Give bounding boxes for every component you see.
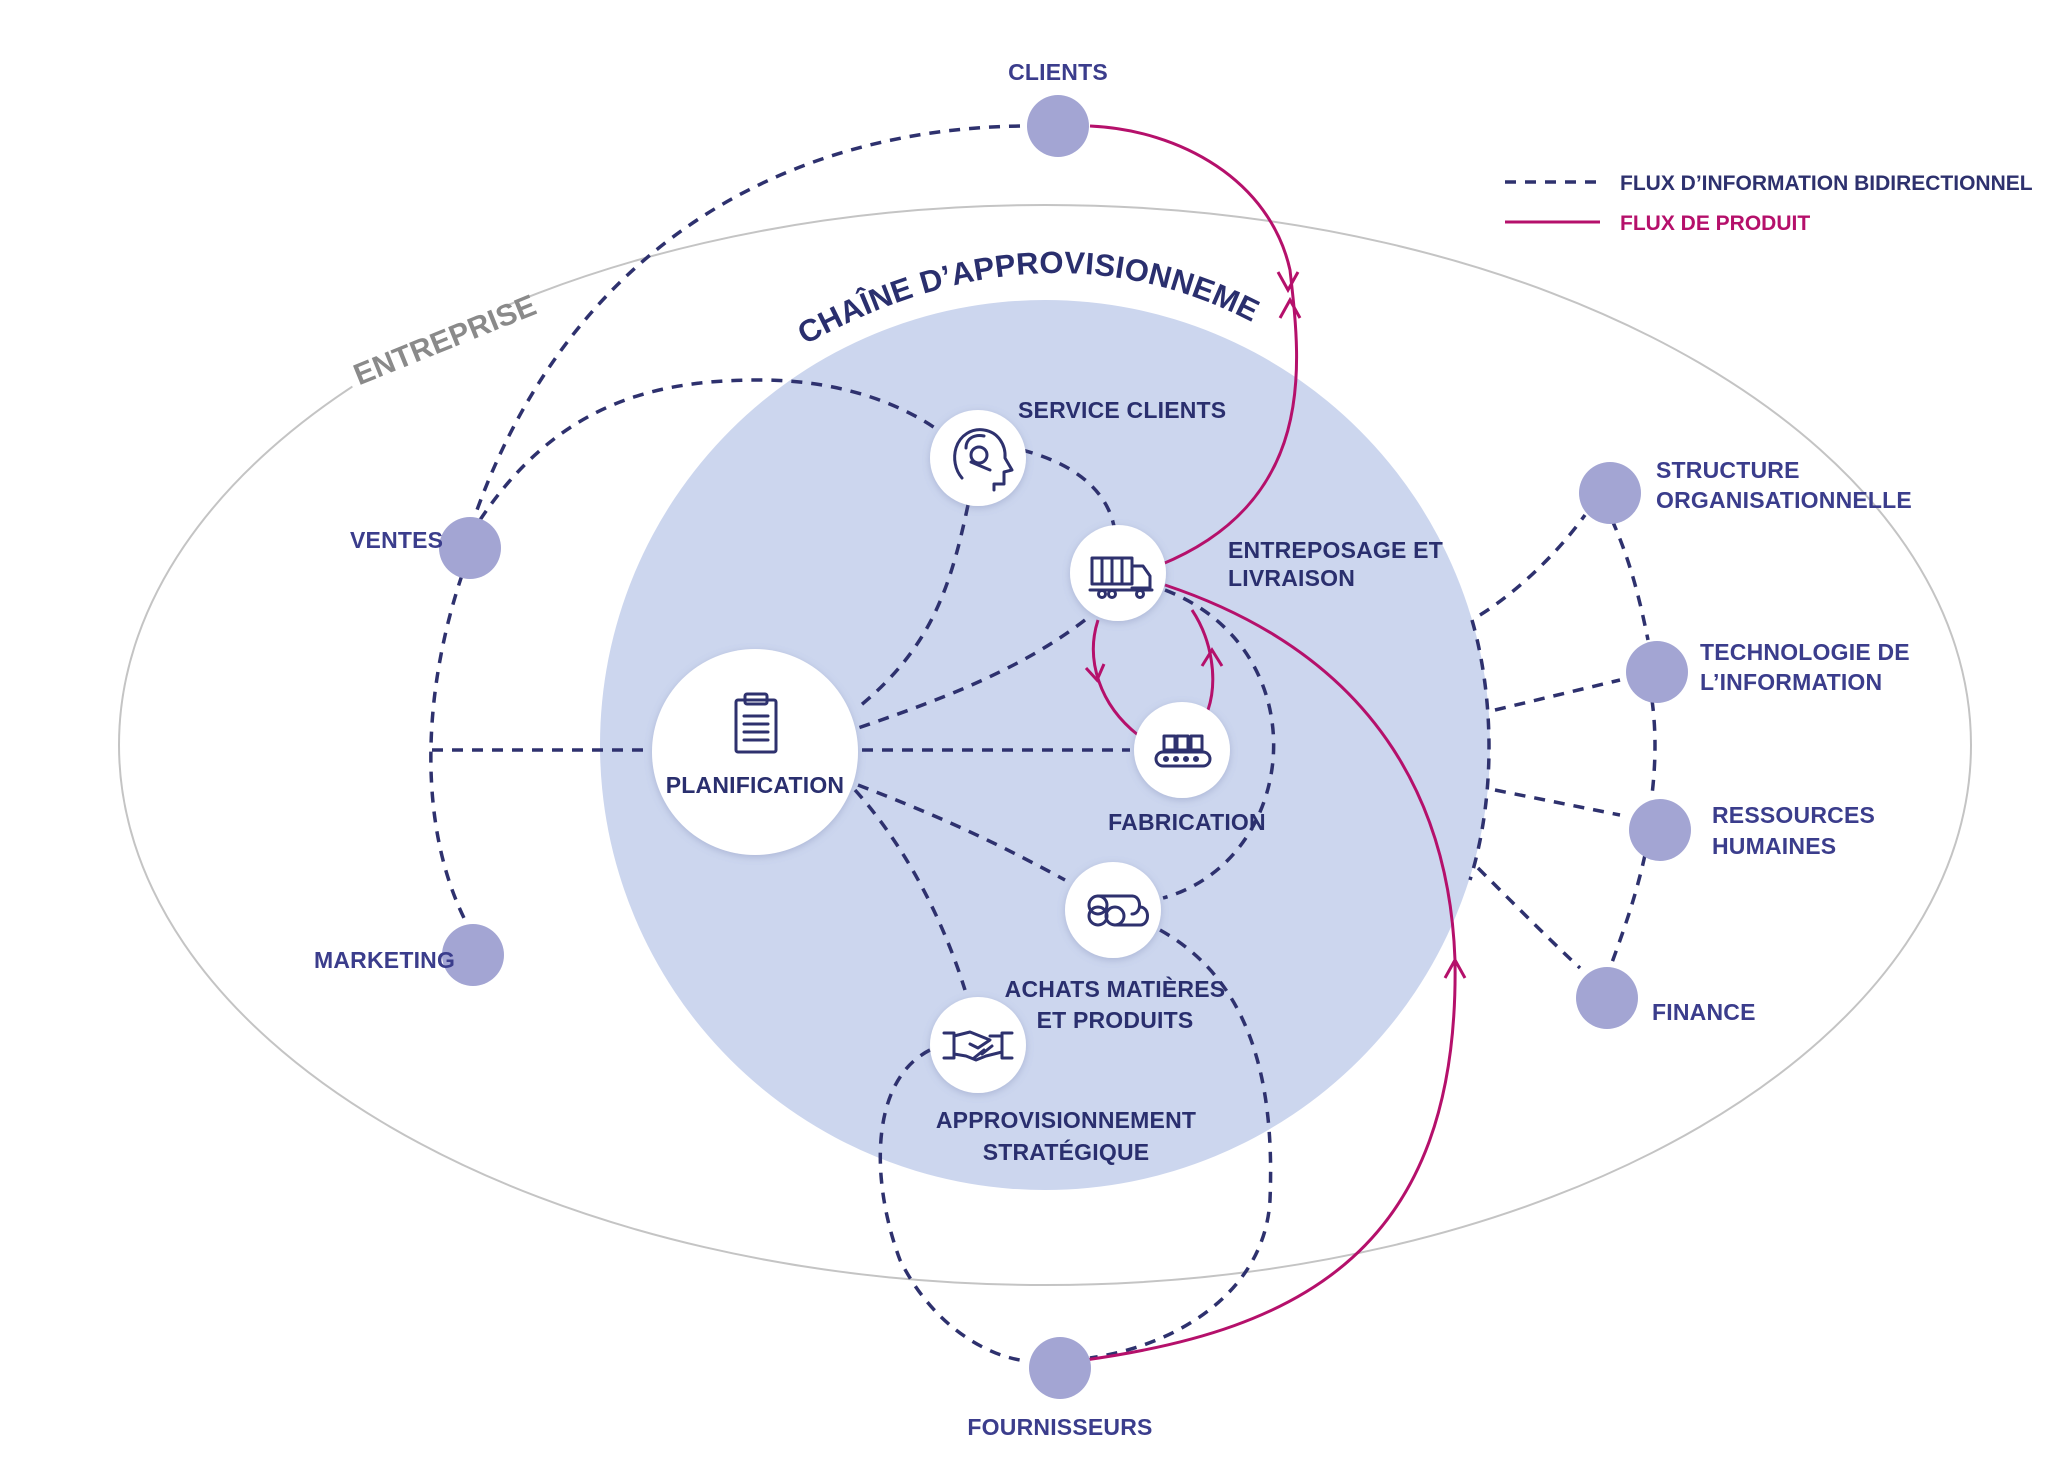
label-clients: CLIENTS — [1008, 59, 1108, 85]
label-approvisionnement-2: STRATÉGIQUE — [983, 1138, 1150, 1165]
node-service-clients — [930, 410, 1026, 506]
label-technologie-2: L’INFORMATION — [1700, 669, 1882, 695]
info-flow-chain-hr — [1494, 788, 1621, 817]
label-structure-2: ORGANISATIONNELLE — [1656, 487, 1912, 513]
label-technologie-1: TECHNOLOGIE DE — [1700, 639, 1910, 665]
info-flow-ventes-service — [478, 378, 962, 521]
legend: FLUX D’INFORMATION BIDIRECTIONNEL FLUX D… — [1505, 172, 2033, 235]
pipes-icon — [1087, 894, 1149, 927]
label-fournisseurs: FOURNISSEURS — [967, 1414, 1152, 1440]
product-flow-warehouse-manufacturing — [1091, 619, 1139, 737]
info-flow-warehouse-purchasing — [1162, 588, 1276, 900]
node-finance — [1576, 967, 1638, 1029]
label-planification: PLANIFICATION — [666, 772, 845, 798]
arrow-up-warehouse — [1200, 647, 1224, 667]
truck-icon — [1088, 556, 1154, 599]
product-flow-suppliers-warehouse — [1084, 583, 1457, 1362]
enterprise-ellipse — [118, 204, 1972, 1286]
info-flow-planning-sourcing — [853, 788, 967, 991]
info-flow-ventes-marketing — [429, 574, 467, 921]
node-achats — [1065, 862, 1161, 958]
node-clients — [1027, 95, 1089, 157]
info-flow-sourcing-suppliers — [878, 1048, 1021, 1362]
node-approvisionnement — [930, 997, 1026, 1093]
info-flow-clients-ventes — [468, 124, 1021, 531]
node-technologie — [1626, 641, 1688, 703]
label-service-clients: SERVICE CLIENTS — [1018, 397, 1226, 423]
legend-info-label: FLUX D’INFORMATION BIDIRECTIONNEL — [1620, 172, 2033, 195]
label-marketing: MARKETING — [314, 947, 455, 973]
label-achats-1: ACHATS MATIÈRES — [1005, 975, 1226, 1002]
label-entreposage-1: ENTREPOSAGE ET — [1228, 537, 1443, 563]
node-ressources — [1629, 799, 1691, 861]
conveyor-icon — [1154, 734, 1212, 768]
headset-icon — [953, 428, 1014, 492]
info-flow-chain-edge — [1468, 619, 1491, 881]
label-ressources-1: RESSOURCES — [1712, 802, 1875, 828]
supply-chain-circle — [600, 300, 1490, 1190]
info-flow-chain-finance — [1476, 866, 1582, 970]
info-flow-service-planning — [853, 504, 970, 712]
arrow-clients-1 — [1276, 271, 1300, 294]
node-ventes — [439, 517, 501, 579]
product-flow-manufacturing-warehouse — [1190, 609, 1215, 711]
node-entreposage — [1070, 525, 1166, 621]
legend-product-label: FLUX DE PRODUIT — [1620, 212, 1810, 235]
info-flow-warehouse-planning — [857, 618, 1087, 730]
arrow-down-manufacturing — [1084, 663, 1106, 683]
label-structure-1: STRUCTURE — [1656, 457, 1800, 483]
info-flow-hr-finance — [1608, 854, 1647, 969]
handshake-icon — [942, 1030, 1014, 1062]
node-fournisseurs — [1029, 1337, 1091, 1399]
node-marketing — [442, 924, 504, 986]
label-ressources-2: HUMAINES — [1712, 833, 1836, 859]
label-ventes: VENTES — [350, 527, 443, 553]
info-flow-purchasing-suppliers — [1089, 928, 1273, 1360]
info-flow-chain-it — [1494, 678, 1621, 712]
supply-chain-label: CHAÎNE D’APPROVISIONNEMENT — [0, 0, 1265, 351]
info-flow-org-it — [1610, 519, 1650, 641]
info-flow-planning-purchasing — [857, 783, 1066, 882]
node-structure — [1579, 462, 1641, 524]
arrow-clients-2 — [1278, 296, 1302, 319]
info-flow-chain-org — [1479, 513, 1587, 617]
label-finance: FINANCE — [1652, 999, 1756, 1025]
label-fabrication: FABRICATION — [1108, 809, 1266, 835]
label-achats-2: ET PRODUITS — [1037, 1007, 1194, 1033]
arrow-suppliers — [1443, 956, 1467, 979]
info-flow-it-hr — [1650, 699, 1657, 796]
clipboard-icon — [734, 692, 778, 754]
label-entreposage-2: LIVRAISON — [1228, 565, 1355, 591]
label-approvisionnement-1: APPROVISIONNEMENT — [936, 1107, 1196, 1133]
